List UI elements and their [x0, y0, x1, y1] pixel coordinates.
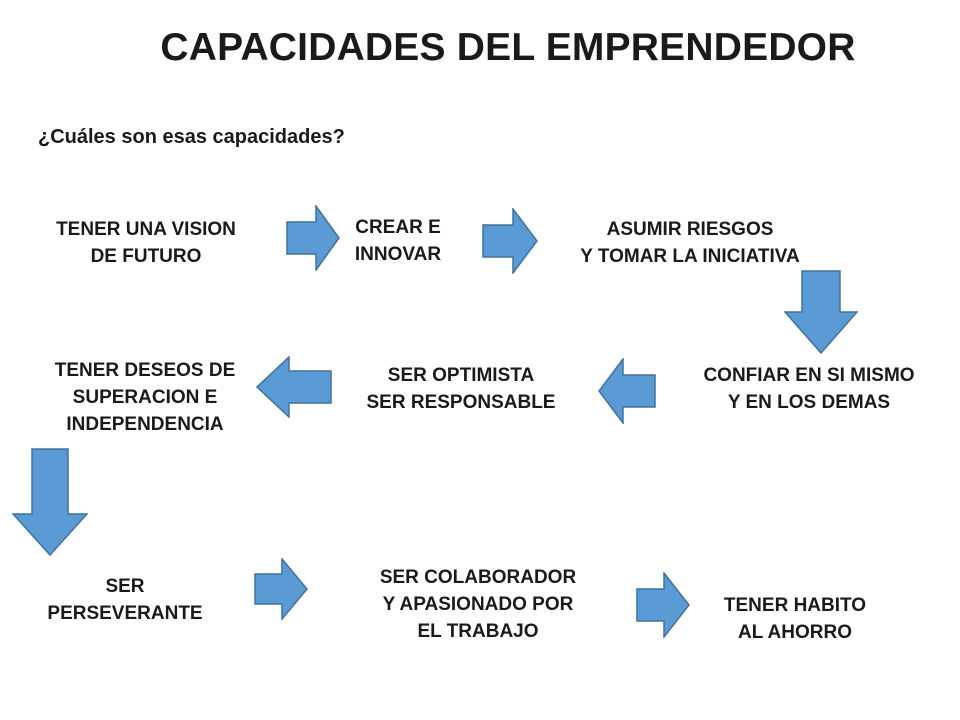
node-colaborador-line-2: Y APASIONADO POR	[382, 594, 574, 615]
node-asumir-line-1: ASUMIR RIESGOS	[606, 219, 774, 240]
node-asumir: ASUMIR RIESGOS Y TOMAR LA INICIATIVA	[540, 216, 840, 270]
node-confiar-line-1: CONFIAR EN SI MISMO	[703, 365, 915, 386]
arrow-down-icon	[784, 270, 858, 354]
node-ahorro-line-1: TENER HABITO	[723, 595, 867, 616]
node-optimista: SER OPTIMISTA SER RESPONSABLE	[330, 362, 592, 416]
node-crear-line-2: INNOVAR	[354, 244, 442, 265]
node-perseverante-line-1: SER	[105, 576, 145, 597]
node-colaborador-line-1: SER COLABORADOR	[379, 567, 577, 588]
node-optimista-line-1: SER OPTIMISTA	[387, 365, 535, 386]
node-optimista-line-2: SER RESPONSABLE	[366, 392, 556, 413]
node-perseverante: SER PERSEVERANTE	[20, 573, 230, 627]
node-vision-line-1: TENER UNA VISION	[56, 219, 236, 240]
arrow-right-icon	[482, 208, 538, 274]
node-confiar: CONFIAR EN SI MISMO Y EN LOS DEMAS	[664, 362, 954, 416]
arrow-left-icon	[598, 358, 656, 424]
node-vision-line-2: DE FUTURO	[90, 246, 202, 267]
node-asumir-line-2: Y TOMAR LA INICIATIVA	[580, 246, 800, 267]
arrow-right-icon	[254, 558, 308, 620]
node-ahorro: TENER HABITO AL AHORRO	[690, 592, 900, 646]
page-title: CAPACIDADES DEL EMPRENDEDOR	[160, 26, 856, 69]
node-ahorro-line-2: AL AHORRO	[738, 622, 852, 643]
node-deseos: TENER DESEOS DE SUPERACION E INDEPENDENC…	[20, 357, 270, 438]
node-crear: CREAR E INNOVAR	[330, 214, 466, 268]
node-confiar-line-2: Y EN LOS DEMAS	[727, 392, 891, 413]
node-colaborador-line-3: EL TRABAJO	[417, 621, 539, 642]
arrow-left-icon	[256, 356, 332, 418]
node-colaborador: SER COLABORADOR Y APASIONADO POR EL TRAB…	[340, 564, 616, 645]
node-deseos-line-3: INDEPENDENCIA	[66, 414, 224, 435]
node-crear-line-1: CREAR E	[355, 217, 441, 238]
node-deseos-line-1: TENER DESEOS DE	[54, 360, 236, 381]
node-perseverante-line-2: PERSEVERANTE	[47, 603, 203, 624]
arrow-down-icon	[12, 448, 88, 556]
node-vision: TENER UNA VISION DE FUTURO	[28, 216, 264, 270]
node-deseos-line-2: SUPERACION E	[72, 387, 218, 408]
arrow-right-icon	[636, 572, 690, 638]
subtitle: ¿Cuáles son esas capacidades?	[38, 126, 345, 148]
arrow-right-icon	[286, 205, 340, 271]
